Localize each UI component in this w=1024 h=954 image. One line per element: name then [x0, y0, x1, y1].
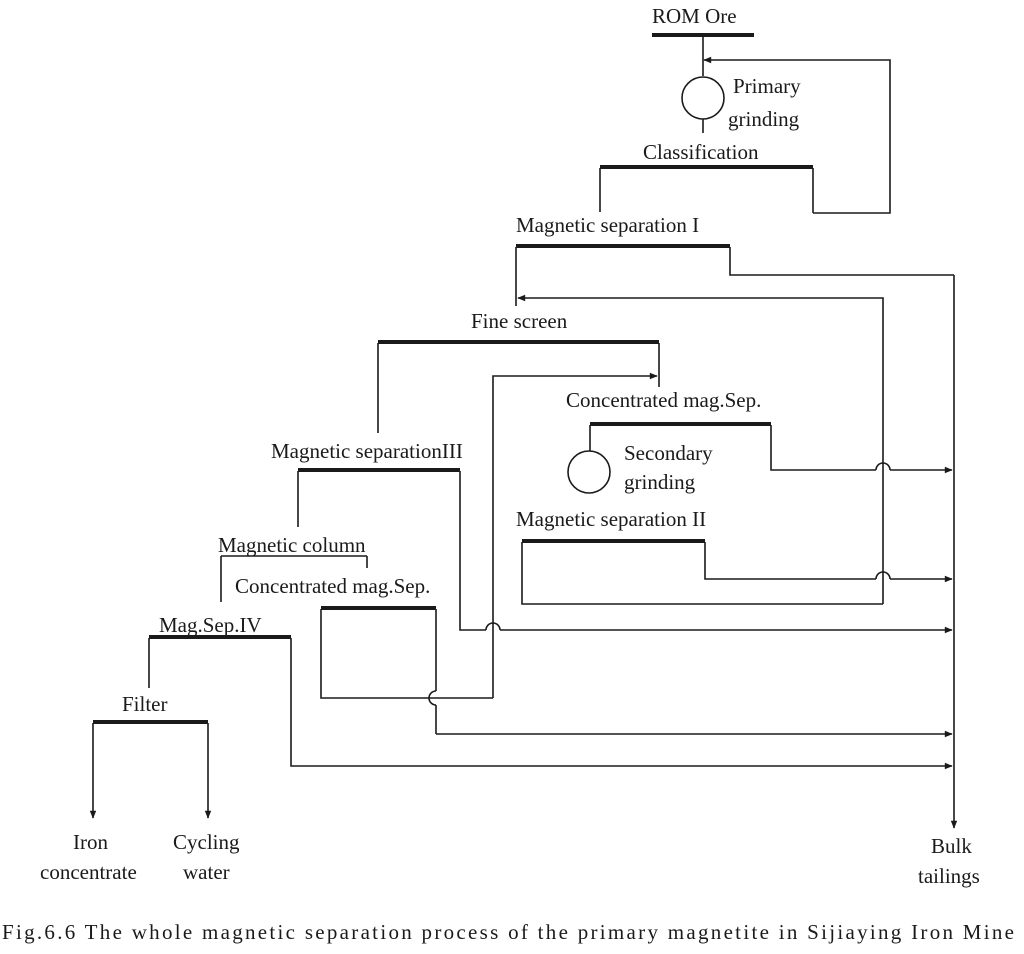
magnetic-column-unit: [220, 555, 368, 602]
label-mag-sep-4: Mag.Sep.IV: [159, 613, 262, 637]
label-iron-concentrate-2: concentrate: [40, 860, 137, 884]
label-primary-grinding-1: Primary: [733, 74, 801, 98]
label-cycling-water-2: water: [183, 860, 230, 884]
figure-caption: Fig.6.6 The whole magnetic separation pr…: [2, 920, 1014, 944]
label-mag-sep-2: Magnetic separation II: [516, 507, 706, 531]
label-filter: Filter: [122, 692, 168, 716]
label-secondary-grinding-1: Secondary: [624, 441, 713, 465]
magnetic-separation-2-unit: [521, 539, 953, 605]
conc-mag-sep-upper-unit: [589, 422, 953, 474]
label-iron-concentrate-1: Iron: [73, 830, 108, 854]
fine-screen-unit: [377, 340, 660, 433]
label-cycling-water-1: Cycling: [173, 830, 240, 854]
magnetic-separation-3-unit: [297, 468, 953, 634]
label-classification: Classification: [643, 140, 759, 164]
label-primary-grinding-2: grinding: [728, 107, 800, 131]
label-bulk-tailings-2: tailings: [918, 864, 980, 888]
conc-mag-sep-lower-unit: [320, 606, 953, 738]
feed-line-conc-mag-sep-upper: [492, 372, 658, 698]
label-mag-sep-1: Magnetic separation I: [516, 213, 699, 237]
secondary-grinding-mill: [567, 450, 611, 494]
magnetic-separation-4-unit: [148, 635, 953, 770]
label-rom-ore: ROM Ore: [652, 4, 737, 28]
label-conc-mag-sep-upper: Concentrated mag.Sep.: [566, 388, 761, 412]
label-magnetic-column: Magnetic column: [218, 533, 366, 557]
primary-grinding-mill: [681, 76, 725, 133]
label-mag-sep-3: Magnetic separationIII: [271, 439, 463, 463]
filter-unit: [89, 720, 212, 819]
classification-unit: [599, 56, 891, 214]
label-bulk-tailings-1: Bulk: [931, 834, 972, 858]
label-conc-mag-sep-lower: Concentrated mag.Sep.: [235, 574, 430, 598]
return-line-mag-sep-1: [517, 294, 884, 604]
magnetic-separation-1-unit: [515, 244, 954, 306]
label-secondary-grinding-2: grinding: [624, 470, 696, 494]
label-fine-screen: Fine screen: [471, 309, 568, 333]
rom-ore-node: [652, 33, 754, 76]
